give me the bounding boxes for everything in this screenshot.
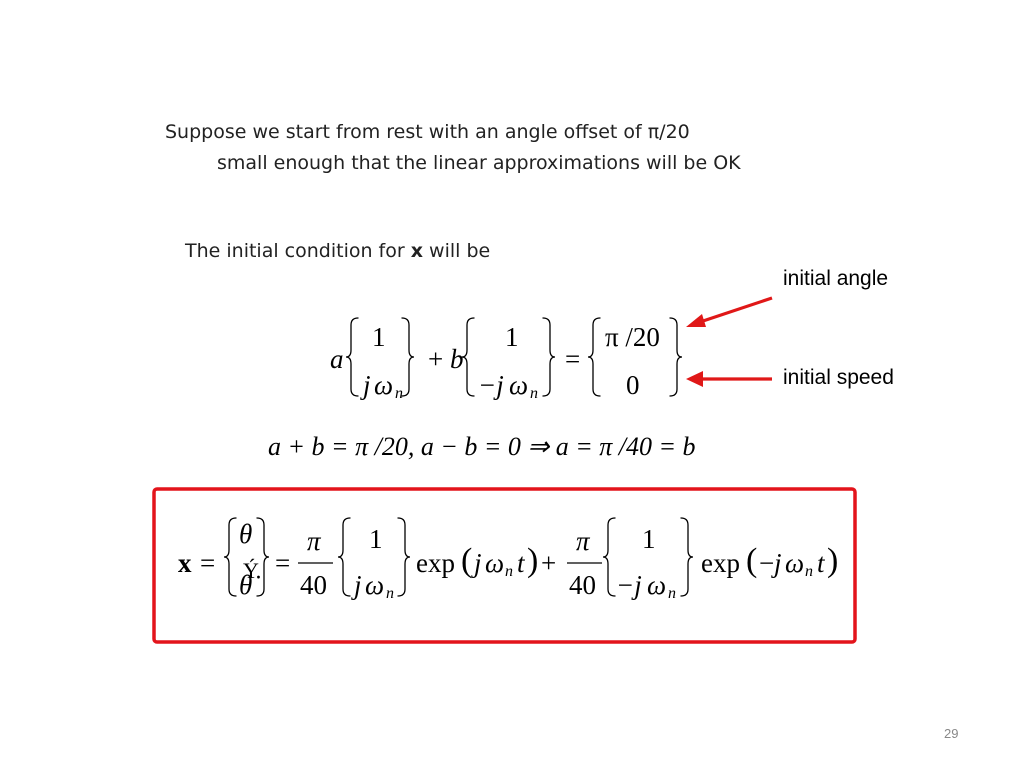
eq3-n-exp-1: n (505, 563, 513, 580)
page-number: 29 (944, 726, 959, 741)
eq3-paren-open-1: ( (461, 542, 473, 579)
eq3-minus: − (759, 548, 775, 578)
eq1-n-right: n (530, 385, 538, 402)
eq3-forty-2: 40 (569, 570, 596, 600)
eq3-equals-1: = (200, 548, 216, 578)
eq3-equals-2: = (275, 548, 291, 578)
eq3-n-exp-2: n (805, 563, 813, 580)
eq1-omega-left: ω (374, 370, 394, 400)
eq1-equals: = (565, 344, 581, 374)
arrow-initial-speed-head (686, 371, 703, 387)
eq3-t-1: t (517, 548, 525, 578)
eq1-brace-1-left (345, 317, 359, 397)
eq1-n-left: n (395, 385, 403, 402)
eq3-exp-2: exp (701, 548, 740, 578)
intro-line-2: small enough that the linear approximati… (217, 152, 741, 174)
eq1-omega-right: ω (509, 370, 529, 400)
eq3-pi-1: π (307, 526, 321, 556)
eq3-paren-open-2: ( (746, 542, 758, 579)
eq3-theta-dot: θ̇ (239, 570, 253, 600)
eq3-plus: + (541, 548, 557, 578)
eq1-brace-3-left (587, 317, 601, 397)
arrow-initial-angle-shaft (699, 296, 773, 324)
eq3-brace-2-left (337, 517, 351, 597)
eq1-minus-j: −j (478, 370, 504, 400)
eq3-j-exp-2: j (774, 548, 782, 578)
equation-2: a + b = π /20, a − b = 0 ⇒ a = π /40 = b (268, 432, 696, 461)
eq3-n-1: n (386, 585, 394, 602)
eq3-bold-x: x (178, 548, 192, 578)
eq3-j-1: j (354, 570, 362, 600)
eq1-brace-2-right (542, 317, 556, 397)
eq3-omega-2: ω (647, 570, 667, 600)
eq3-exp-1: exp (416, 548, 455, 578)
eq3-paren-close-2: ) (827, 542, 839, 579)
initial-condition-line: The initial condition for x will be (185, 240, 490, 262)
eq3-theta: θ (239, 519, 253, 549)
ic-bold-x: x (410, 240, 423, 262)
eq3-t-2: t (817, 548, 825, 578)
eq3-forty-1: 40 (300, 570, 327, 600)
annotation-initial-speed: initial speed (783, 366, 894, 389)
eq3-minus-j: −j (616, 570, 642, 600)
eq1-pi-over-20: π /20 (605, 322, 660, 352)
eq3-omega-exp-1: ω (485, 548, 505, 578)
eq1-one-right: 1 (505, 322, 519, 352)
eq3-glyph-artifact: Ý (243, 558, 259, 583)
eq3-one-2: 1 (642, 524, 656, 554)
ic-prefix: The initial condition for (185, 240, 411, 262)
eq1-one-left: 1 (372, 322, 386, 352)
annotation-initial-angle: initial angle (783, 267, 889, 290)
eq1-j-left: j (363, 370, 371, 400)
eq3-brace-3-right (680, 517, 694, 597)
eq3-paren-close-1: ) (527, 542, 539, 579)
eq3-n-2: n (668, 585, 676, 602)
eq3-pi-2: π (576, 526, 590, 556)
eq3-omega-1: ω (365, 570, 385, 600)
eq1-plus: + (428, 344, 444, 374)
eq3-brace-1-right (256, 517, 270, 597)
eq1-brace-2-left (461, 317, 475, 397)
eq3-brace-1-left (223, 517, 237, 597)
eq1-brace-3-right (669, 317, 683, 397)
eq3-brace-2-right (397, 517, 411, 597)
eq3-omega-exp-2: ω (785, 548, 805, 578)
result-highlight-box (152, 487, 857, 644)
eq1-brace-1-right (401, 317, 415, 397)
eq3-one-1: 1 (369, 524, 383, 554)
eq1-b: b (450, 344, 464, 374)
intro-line-1: Suppose we start from rest with an angle… (165, 121, 690, 143)
eq1-a: a (330, 344, 344, 374)
arrow-initial-angle-head (686, 314, 706, 327)
eq1-zero: 0 (626, 370, 640, 400)
ic-suffix: will be (422, 240, 491, 262)
eq3-j-exp-1: j (474, 548, 482, 578)
eq3-brace-3-left (602, 517, 616, 597)
